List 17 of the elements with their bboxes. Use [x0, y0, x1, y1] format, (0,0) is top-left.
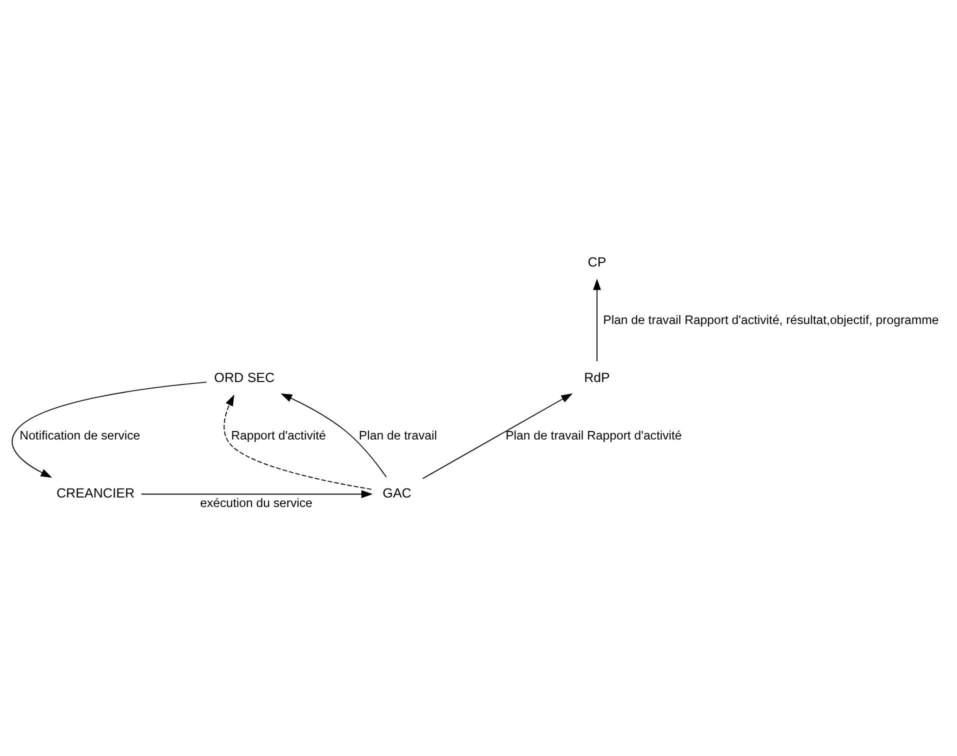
edge-label: Plan de travail [358, 428, 437, 442]
arrow [422, 392, 573, 479]
edge-label: Plan de travail Rapport d'activité [506, 428, 682, 442]
node-text: CREANCIER [56, 485, 135, 500]
arrow [593, 278, 601, 362]
edge-label: Rapport d'activité [231, 428, 326, 442]
arrow [224, 394, 372, 490]
edge-label: exécution du service [200, 495, 312, 510]
arrow [12, 381, 207, 478]
node-text: ORD SEC [214, 370, 275, 385]
edge-label: Plan de travail Rapport d'activité, résultat,objectif, programme [603, 312, 939, 326]
arrow [140, 490, 373, 498]
node-text: RdP [584, 370, 610, 385]
edge-label: Notification de service [20, 428, 140, 442]
node-text: CP [588, 254, 606, 269]
node-text: GAC [382, 485, 412, 500]
arrow [280, 392, 387, 477]
